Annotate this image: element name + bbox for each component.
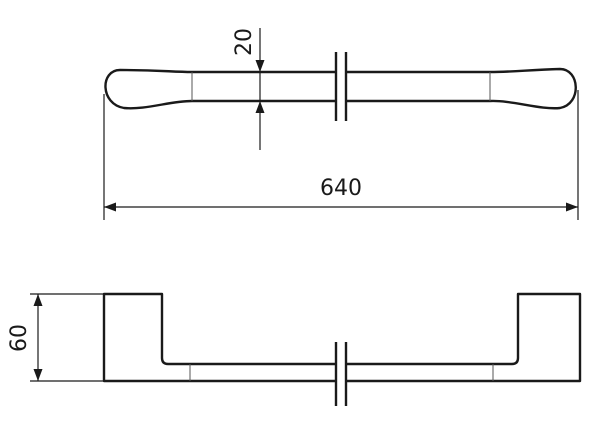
thickness-dimension-label: 20 xyxy=(232,28,257,56)
height-arrow-top xyxy=(33,294,43,306)
length-dimension-label: 640 xyxy=(320,176,362,201)
top-view xyxy=(104,52,577,121)
bar-outline-top xyxy=(104,67,577,110)
thickness-arrow-bottom xyxy=(255,101,265,113)
length-arrow-right xyxy=(566,202,578,212)
height-arrow-bottom xyxy=(33,369,43,381)
height-dimension-label: 60 xyxy=(7,324,32,352)
height-dimension: 60 xyxy=(7,293,104,382)
thickness-arrow-top xyxy=(255,60,265,72)
side-view xyxy=(102,292,582,406)
length-arrow-left xyxy=(104,202,116,212)
bar-outline-side xyxy=(102,292,582,383)
length-dimension: 640 xyxy=(103,90,579,220)
thickness-dimension: 20 xyxy=(232,28,265,150)
